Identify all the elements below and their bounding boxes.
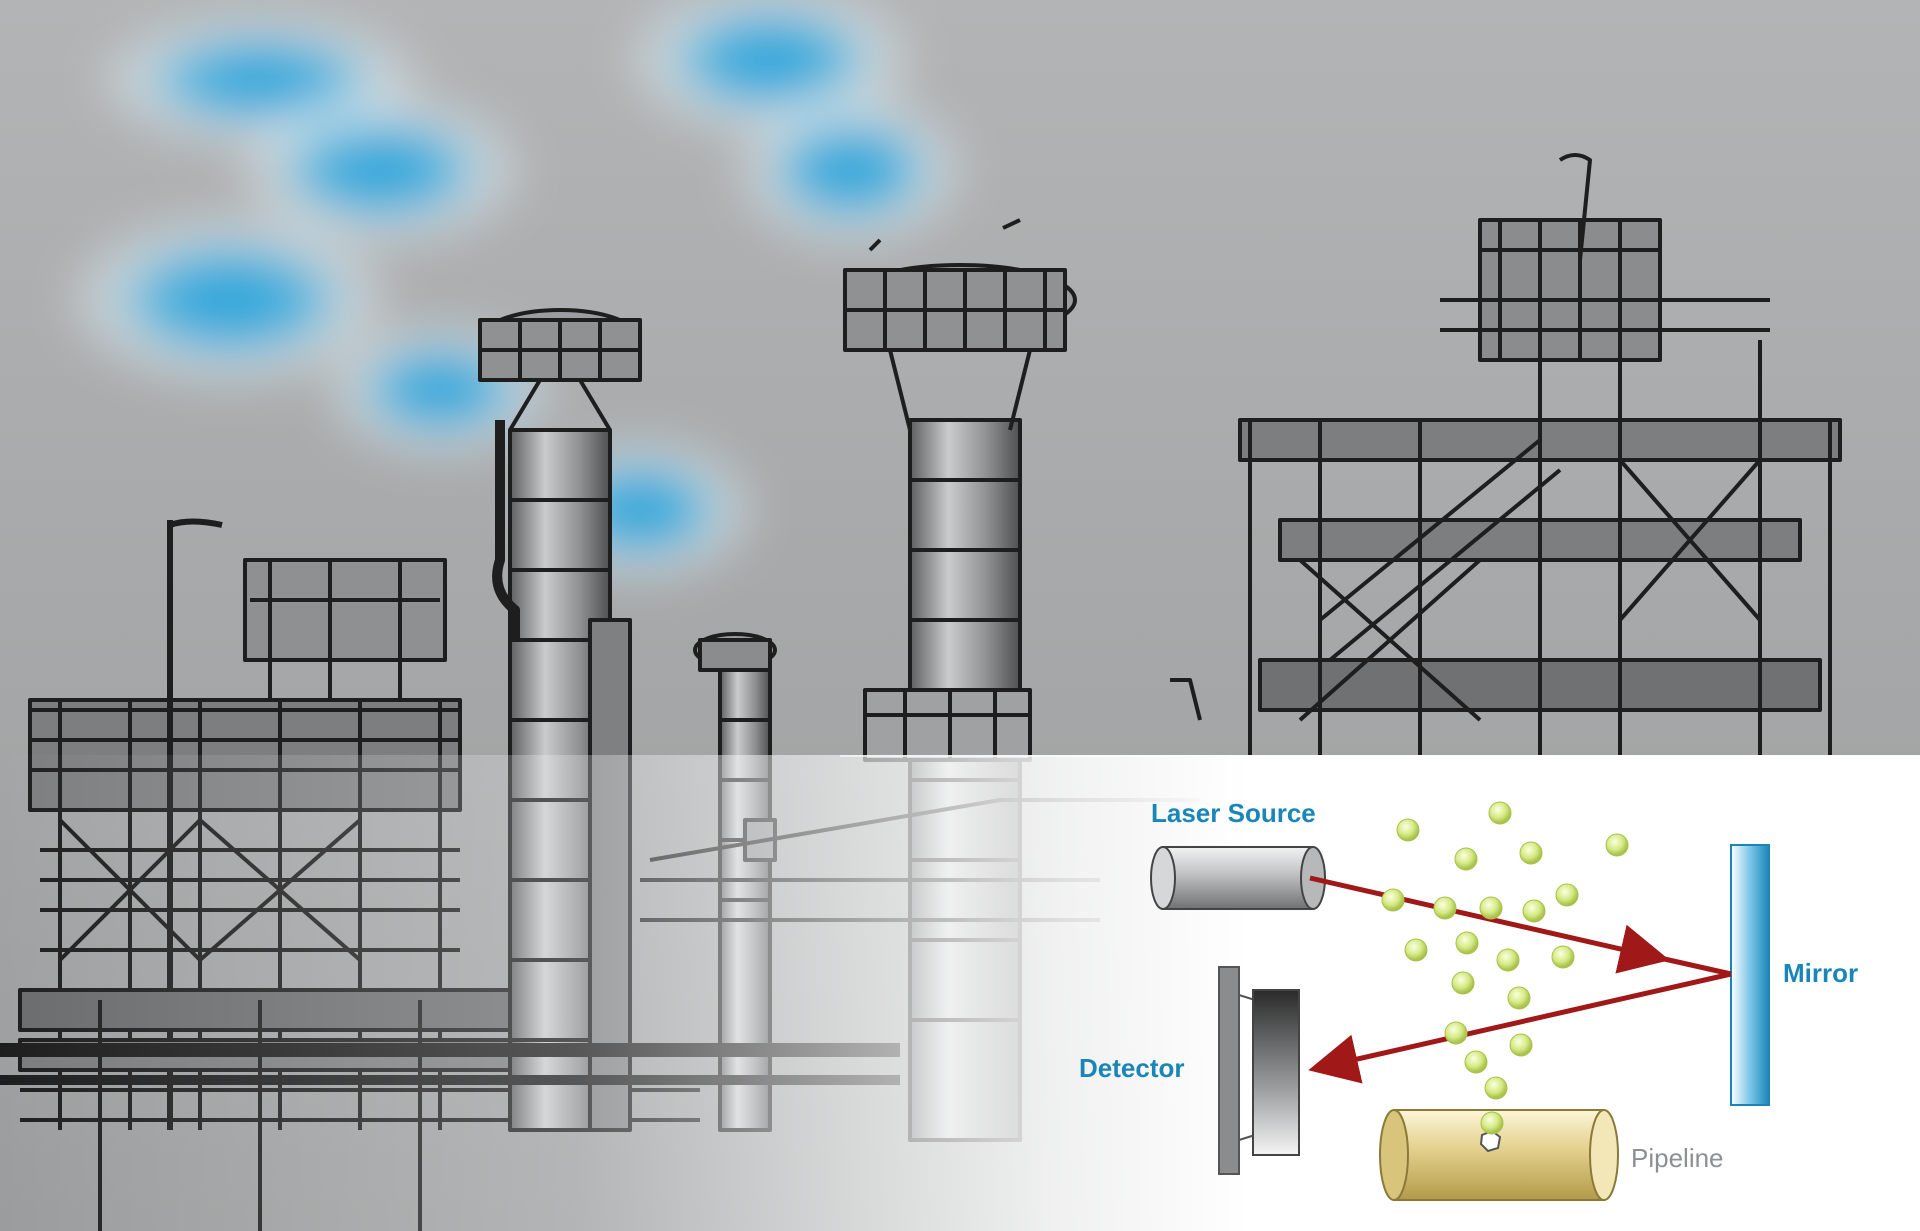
gas-particle <box>1488 801 1512 825</box>
gas-particle <box>1507 986 1531 1010</box>
mirror-label: Mirror <box>1783 958 1858 988</box>
right-frame <box>1170 153 1842 760</box>
diagram-overlay-top-edge <box>840 755 1920 757</box>
gas-particle <box>1519 841 1543 865</box>
gas-particles <box>1381 801 1629 1135</box>
gas-particle <box>1480 1111 1504 1135</box>
laser-source-label: Laser Source <box>1151 798 1316 828</box>
laser-beam <box>1308 875 1732 1084</box>
gas-particle <box>1455 931 1479 955</box>
gas-particle <box>1605 833 1629 857</box>
gas-particle <box>1555 883 1579 907</box>
gas-particle <box>1454 847 1478 871</box>
gas-particle <box>1496 948 1520 972</box>
gas-particle <box>1522 899 1546 923</box>
gas-particle <box>1444 1021 1468 1045</box>
laser-source-icon <box>1150 846 1326 910</box>
gas-particle <box>1396 818 1420 842</box>
gas-particle <box>1509 1033 1533 1057</box>
detector-label: Detector <box>1079 1053 1184 1083</box>
pipeline-label: Pipeline <box>1631 1143 1724 1173</box>
gas-particle <box>1381 888 1405 912</box>
gas-particle <box>1484 1076 1508 1100</box>
gas-particle <box>1433 896 1457 920</box>
gas-particle <box>1451 971 1475 995</box>
gas-particle <box>1479 896 1503 920</box>
gas-particle <box>1464 1050 1488 1074</box>
gas-particle <box>1404 938 1428 962</box>
mirror-icon <box>1730 844 1770 1106</box>
gas-particle <box>1551 945 1575 969</box>
detector-icon <box>1218 966 1300 1175</box>
